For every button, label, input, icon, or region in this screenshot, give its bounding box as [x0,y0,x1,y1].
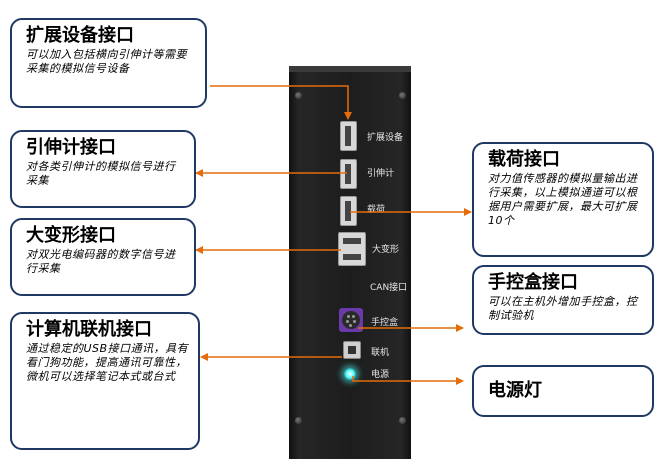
device-label-pc: 联机 [371,348,390,358]
callout-title: 计算机联机接口 [26,319,152,340]
device-label-can: CAN接口 [370,283,408,293]
callout-extensometer: 引伸计接口 对各类引伸计的模拟信号进行采集 [10,130,196,208]
callout-computer: 计算机联机接口 通过稳定的USB接口通讯，具有看门狗功能，提高通讯可靠性，微机可… [10,312,200,450]
device-label-power: 电源 [371,370,390,380]
callout-power-light: 电源灯 [472,365,654,417]
device-label-large-deformation: 大变形 [372,245,400,255]
callout-large-deformation: 大变形接口 对双光电编码器的数字信号进行采集 [10,218,196,296]
callout-title: 引伸计接口 [26,137,116,158]
callout-title: 大变形接口 [26,225,116,246]
callout-desc: 对各类引伸计的模拟信号进行采集 [26,160,176,187]
load-usb-port [340,196,357,226]
screw-icon [399,92,406,99]
screw-icon [295,417,302,424]
callout-handbox: 手控盒接口 可以在主机外增加手控盒，控制试验机 [472,265,654,335]
device-label-load: 载荷 [367,205,386,215]
callout-load: 载荷接口 对力值传感器的模拟量输出进行采集，以上模拟通道可以根据用户需要扩展，最… [472,142,654,257]
callout-title: 手控盒接口 [488,272,578,293]
pc-usb-b-port [343,341,361,359]
arrow-expansion [210,85,352,120]
callout-expansion: 扩展设备接口 可以加入包括横向引伸计等需要采集的模拟信号设备 [10,18,207,108]
device-label-extensometer: 引伸计 [367,169,395,179]
large-deformation-usb-port [338,232,366,266]
extensometer-usb-port [340,159,357,189]
callout-title: 电源灯 [488,380,542,401]
arrow-power-light [352,376,464,385]
callout-desc: 通过稳定的USB接口通讯，具有看门狗功能，提高通讯可靠性，微机可以选择笔记本式或… [26,342,189,383]
device-top-edge [289,66,411,76]
callout-desc: 可以加入包括横向引伸计等需要采集的模拟信号设备 [26,48,187,75]
screw-icon [295,92,302,99]
expansion-usb-port [340,121,357,151]
device-label-expansion: 扩展设备 [367,133,404,143]
callout-title: 载荷接口 [488,149,560,170]
callout-desc: 对力值传感器的模拟量输出进行采集，以上模拟通道可以根据用户需要扩展，最大可扩展1… [488,172,638,227]
device-label-handbox: 手控盒 [371,318,399,328]
callout-desc: 可以在主机外增加手控盒，控制试验机 [488,295,638,322]
screw-icon [399,417,406,424]
callout-title: 扩展设备接口 [26,25,134,46]
callout-desc: 对双光电编码器的数字信号进行采集 [26,248,176,275]
